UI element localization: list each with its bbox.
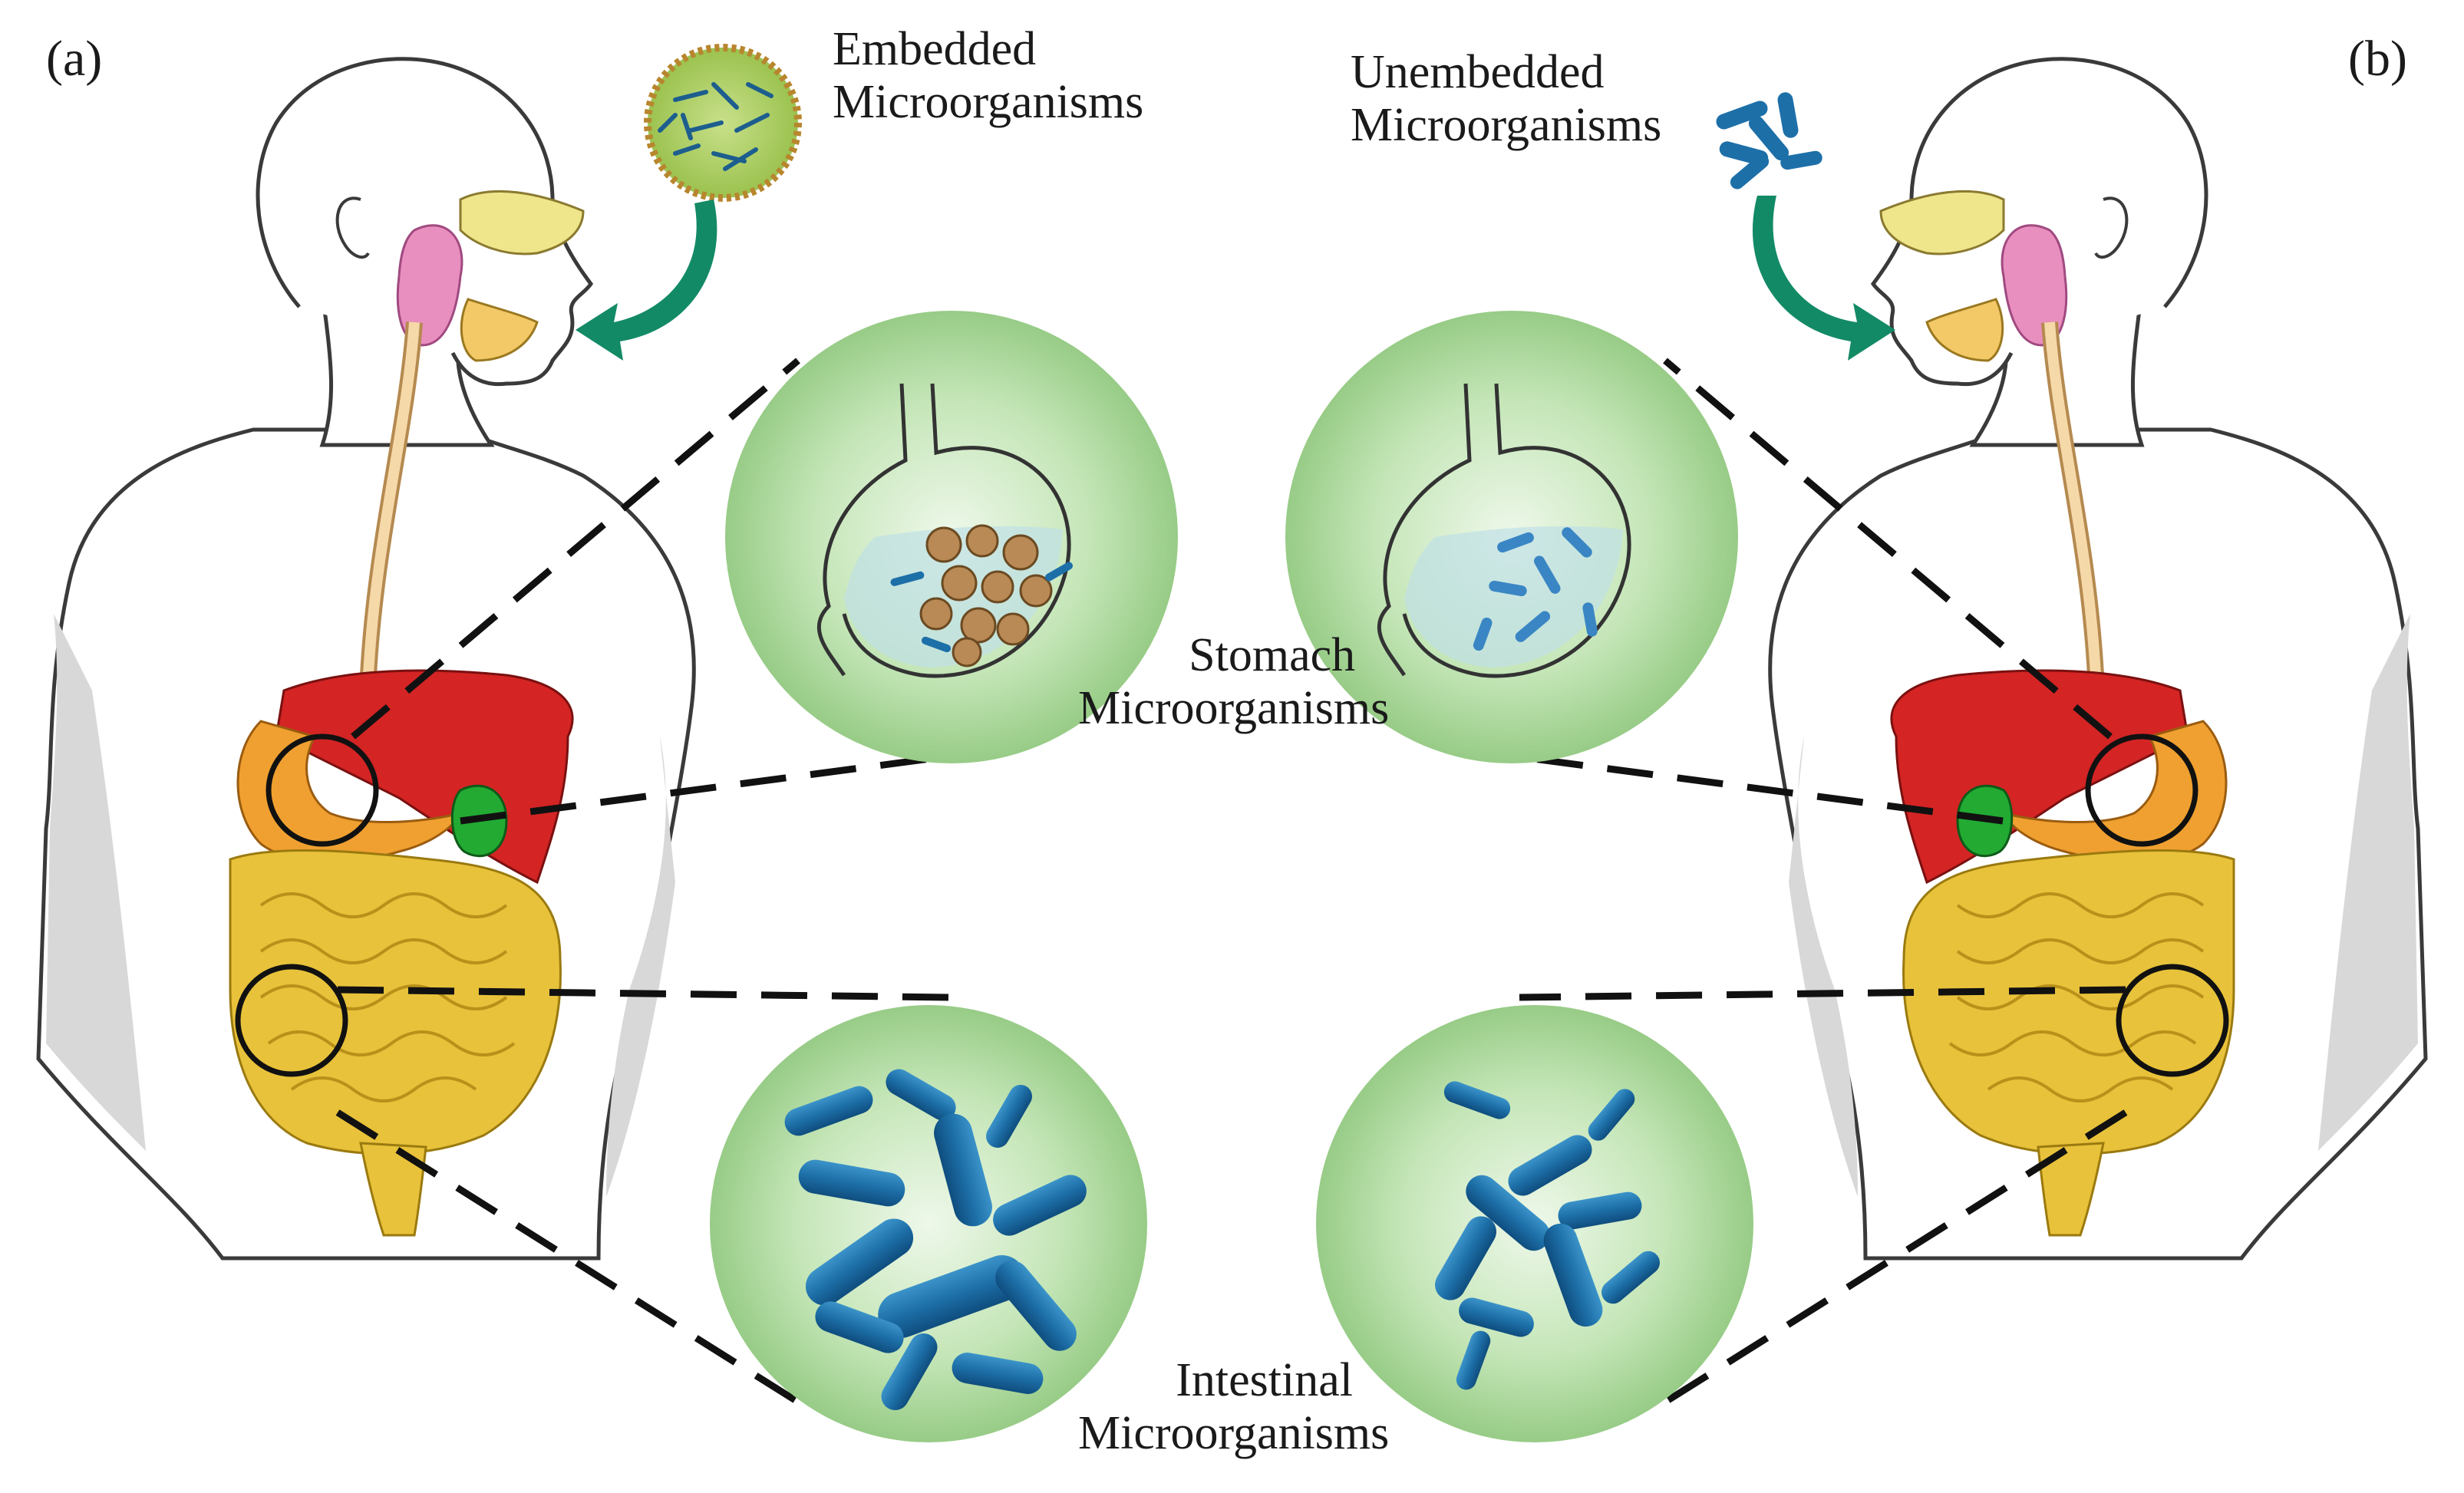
stomach-caption-line2: Microorganisms xyxy=(1078,682,1390,735)
connector-b-intestine-top xyxy=(1519,986,2126,1001)
embedded-caption-line2: Microorganisms xyxy=(833,76,1144,129)
intestine-focus-ring-right xyxy=(2116,964,2229,1077)
jaw-left xyxy=(460,298,539,362)
zoom-circle-stomach-a xyxy=(725,311,1178,763)
free-bacteria-stomach xyxy=(1473,527,1598,651)
embedded-capsules-stomach xyxy=(919,524,1053,667)
connector-a-intestine-bottom xyxy=(335,1109,816,1415)
connector-a-intestine-top xyxy=(337,986,952,1001)
arrow-into-mouth-left xyxy=(576,199,717,361)
connector-b-stomach-top xyxy=(1663,358,2113,740)
embedded-capsule-icon xyxy=(644,44,802,202)
stomach-organ-left xyxy=(236,720,463,864)
zoom-circle-intestine-a xyxy=(710,1005,1147,1442)
unembedded-caption: Unembedded Microorganisms xyxy=(1351,46,1661,153)
panel-label-b: (b) xyxy=(2348,31,2407,87)
human-body-right xyxy=(1768,57,2428,1261)
unembedded-caption-line1: Unembedded xyxy=(1351,46,1605,98)
salivary-gland-left xyxy=(396,224,463,347)
stomach-caption: Stomach Microorganisms xyxy=(1078,629,1389,736)
stomach-focus-ring-left xyxy=(266,733,379,847)
unembedded-caption-line2: Microorganisms xyxy=(1351,99,1662,152)
connector-b-stomach-bottom xyxy=(1480,748,2004,825)
intestinal-caption-line1: Intestinal xyxy=(1176,1354,1353,1406)
embedded-caption-line1: Embedded xyxy=(833,23,1037,75)
stomach-caption-line1: Stomach xyxy=(1189,629,1356,681)
torso-shadow-right-left xyxy=(606,737,675,1197)
zoom-connectors xyxy=(335,358,2128,1415)
intestinal-caption: Intestinal Microorganisms xyxy=(1078,1354,1389,1461)
bacteria-cluster-intestine-a xyxy=(784,1069,1087,1411)
embedded-caption: Embedded Microorganisms xyxy=(833,23,1143,130)
panel-label-a: (a) xyxy=(46,31,103,87)
connector-b-intestine-bottom xyxy=(1648,1109,2128,1415)
unembedded-bacteria-icon xyxy=(1716,92,1822,190)
zoom-circle-stomach-b xyxy=(1285,311,1738,763)
stomach-focus-ring-right xyxy=(2085,733,2198,847)
bacteria-cluster-intestine-b xyxy=(1435,1081,1660,1390)
intestinal-caption-line2: Microorganisms xyxy=(1078,1407,1390,1460)
torso-shadow-left xyxy=(46,614,146,1151)
rectum-left xyxy=(359,1142,427,1237)
arrow-into-mouth-right xyxy=(1752,196,1895,361)
nasal-cavity-left xyxy=(459,190,585,255)
intestine-focus-ring-left xyxy=(235,964,348,1077)
zoom-circle-intestine-b xyxy=(1316,1005,1753,1442)
ear-left xyxy=(335,196,370,259)
connector-a-stomach-top xyxy=(351,358,800,740)
human-body-left xyxy=(36,57,696,1261)
connector-a-stomach-bottom xyxy=(460,748,983,825)
intestine-coils-left xyxy=(259,892,516,1102)
